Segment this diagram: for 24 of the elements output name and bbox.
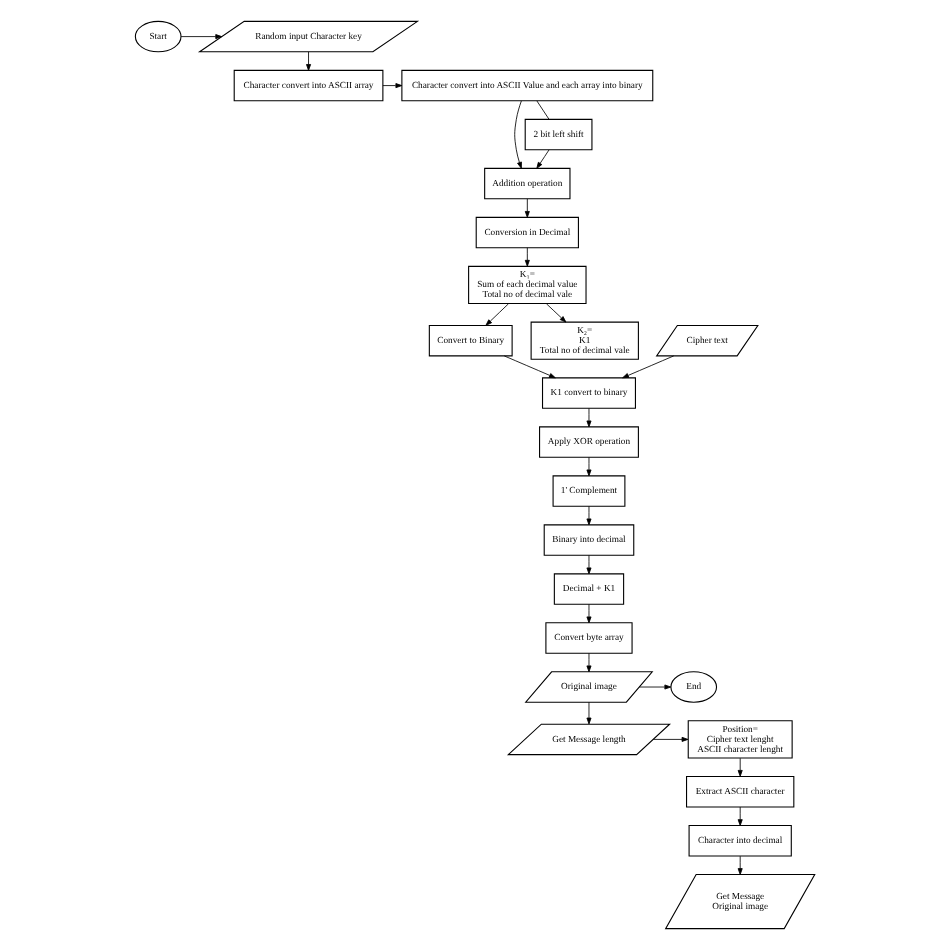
arrow <box>535 148 549 168</box>
arrow <box>585 406 591 427</box>
arrow <box>513 99 521 168</box>
arrow <box>585 651 591 672</box>
arrow <box>585 553 591 574</box>
arrow <box>585 455 591 476</box>
arrow <box>637 683 671 689</box>
arrow <box>305 50 311 70</box>
arrow <box>502 354 555 378</box>
connector <box>535 99 549 119</box>
arrow <box>736 854 742 874</box>
arrow <box>736 756 742 776</box>
arrow <box>736 805 742 825</box>
arrow <box>523 197 529 217</box>
arrow <box>523 246 529 266</box>
arrow <box>545 302 566 322</box>
arrow <box>585 602 591 623</box>
arrow <box>585 504 591 525</box>
arrow <box>484 302 508 325</box>
arrow <box>585 700 591 724</box>
arrow <box>651 735 688 741</box>
arrow <box>381 82 402 88</box>
arrow <box>621 354 674 378</box>
arrow <box>179 33 222 39</box>
